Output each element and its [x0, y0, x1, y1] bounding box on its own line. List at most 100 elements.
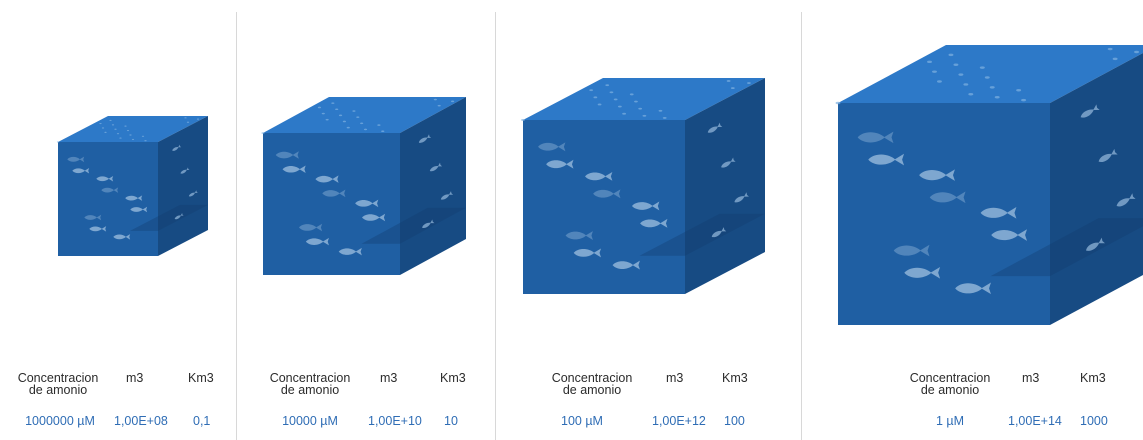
water-droplet [747, 82, 751, 84]
water-droplet [377, 124, 381, 126]
water-droplet [451, 100, 455, 103]
km3-header: Km3 [1080, 371, 1106, 385]
water-droplet [114, 128, 117, 130]
cube-top-face [523, 78, 765, 120]
water-droplet [642, 114, 647, 117]
water-droplet [129, 134, 132, 136]
water-droplet [104, 131, 107, 133]
water-droplet [521, 119, 525, 121]
concentration-value: 100 µM [561, 414, 603, 428]
water-droplet [658, 109, 663, 112]
water-droplet [1021, 98, 1027, 102]
cube-side-face [685, 78, 765, 294]
water-droplet [261, 132, 265, 134]
water-droplet [119, 137, 122, 139]
water-droplet [184, 117, 187, 119]
km3-value: 10 [444, 414, 458, 428]
water-droplet [597, 103, 602, 106]
km3-header: Km3 [188, 371, 214, 385]
water-droplet [109, 119, 112, 122]
water-droplet [989, 86, 995, 89]
water-droplet [927, 60, 932, 64]
water-droplet [948, 53, 954, 57]
cube-top-face [263, 97, 466, 133]
cube-shadow [361, 207, 466, 244]
water-droplet [331, 102, 335, 104]
concentration-value: 1000000 µM [25, 414, 95, 428]
water-droplet [932, 70, 937, 73]
water-droplet [638, 107, 643, 110]
water-droplet [346, 126, 350, 129]
water-droplet [56, 141, 60, 143]
water-droplet [196, 118, 200, 120]
panel-divider [801, 12, 802, 440]
water-droplet [1134, 50, 1140, 54]
m3-value: 1,00E+10 [368, 414, 422, 428]
water-droplet [662, 116, 667, 119]
water-droplet [994, 95, 1000, 99]
water-droplet [116, 133, 120, 135]
water-droplet [381, 130, 385, 132]
water-droplet [356, 116, 360, 118]
water-droplet [958, 73, 964, 76]
panel-divider [495, 12, 496, 440]
m3-header: m3 [666, 371, 684, 385]
water-droplet [979, 66, 985, 69]
km3-header: Km3 [722, 371, 748, 385]
m3-header: m3 [126, 371, 144, 385]
water-droplet [342, 120, 346, 123]
water-droplet [131, 138, 135, 140]
cube-shadow [130, 204, 208, 231]
water-droplet [622, 112, 626, 115]
water-droplet [1016, 89, 1022, 92]
water-droplet [325, 118, 329, 121]
water-droplet [593, 96, 598, 99]
water-droplet [321, 112, 325, 115]
water-droplet [968, 93, 974, 96]
water-droplet [335, 108, 339, 111]
water-droplet [437, 104, 441, 107]
water-droplet [352, 110, 356, 112]
water-droplet [101, 127, 105, 129]
water-droplet [835, 101, 841, 105]
water-droplet [360, 122, 364, 125]
water-droplet [629, 93, 634, 96]
cube-side-face [158, 116, 208, 256]
water-droplet [186, 121, 190, 123]
water-droplet [613, 98, 618, 101]
water-droplet [1112, 57, 1118, 61]
m3-value: 1,00E+14 [1008, 414, 1062, 428]
water-droplet [317, 106, 322, 109]
km3-value: 100 [724, 414, 745, 428]
water-droplet [141, 135, 145, 137]
km3-value: 1000 [1080, 414, 1108, 428]
cube-shadow [639, 213, 765, 256]
water-droplet [433, 98, 437, 101]
concentration-value: 1 µM [935, 414, 965, 428]
m3-header: m3 [380, 371, 398, 385]
water-droplet [609, 91, 614, 94]
cube-top-face [838, 45, 1143, 103]
water-droplet [1107, 47, 1113, 51]
water-droplet [634, 100, 638, 103]
cube-side-face [400, 97, 466, 275]
m3-value: 1,00E+08 [114, 414, 168, 428]
concentration-value: 10000 µM [282, 414, 338, 428]
km3-value: 0,1 [193, 414, 211, 428]
water-droplet [338, 114, 343, 117]
water-droplet [605, 84, 610, 87]
water-droplet [953, 63, 959, 66]
water-droplet [726, 79, 731, 82]
m3-header: m3 [1022, 371, 1040, 385]
m3-value: 1,00E+12 [652, 414, 706, 428]
cube-shadow [990, 218, 1143, 277]
water-droplet [963, 83, 969, 86]
cube-side-face [1050, 53, 1143, 325]
water-droplet [124, 125, 127, 127]
water-droplet [111, 124, 115, 126]
